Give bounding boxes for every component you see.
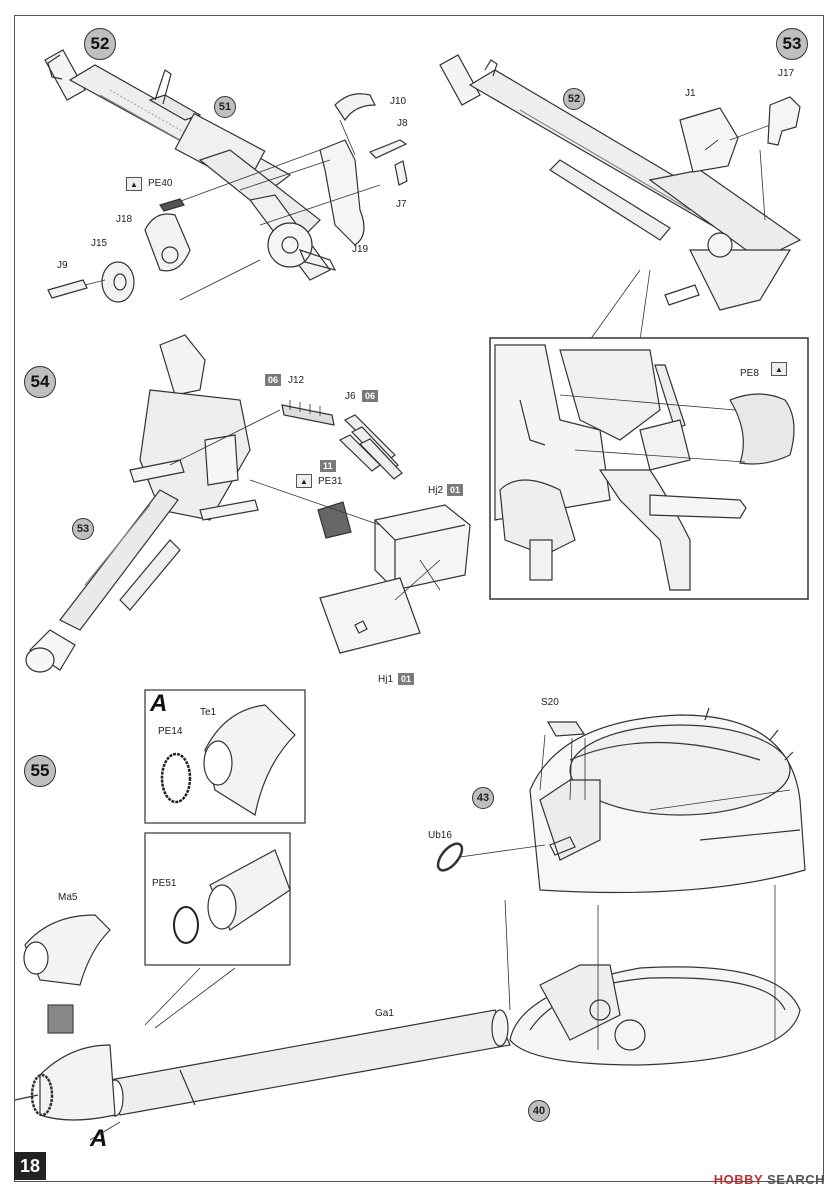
part-label-pe8: PE8 bbox=[740, 368, 759, 379]
part-label-hj2: Hj2 bbox=[428, 485, 444, 496]
sprue-tag-11: 11 bbox=[320, 460, 336, 472]
pe8-inset-drawing bbox=[494, 344, 795, 591]
step-52-badge: 52 bbox=[84, 28, 116, 60]
part-label-j8: J8 bbox=[397, 118, 408, 129]
part-label-j19: J19 bbox=[352, 244, 369, 255]
subassembly-40-badge: 40 bbox=[528, 1100, 550, 1122]
photo-etch-icon: ▲ bbox=[126, 177, 142, 191]
step-55-badge: 55 bbox=[24, 755, 56, 787]
step53-gun bbox=[439, 54, 802, 311]
page-frame bbox=[14, 15, 824, 1182]
part-label-j10: J10 bbox=[390, 96, 407, 107]
part-label-pe51: PE51 bbox=[152, 878, 177, 889]
part-label-j18: J18 bbox=[116, 214, 133, 225]
hull-ring bbox=[509, 964, 801, 1066]
part-label-j9: J9 bbox=[57, 260, 68, 271]
part-label-s20: S20 bbox=[541, 697, 559, 708]
ga1-barrel bbox=[14, 1009, 511, 1121]
part-label-pe31: PE31 bbox=[318, 476, 343, 487]
part-label-j7: J7 bbox=[396, 199, 407, 210]
part-label-pe14: PE14 bbox=[158, 726, 183, 737]
inset-letter-a: A bbox=[150, 690, 168, 717]
inset-letter-a: A bbox=[90, 1125, 108, 1152]
sprue-tag-01: 01 bbox=[447, 484, 464, 496]
subassembly-51-badge: 51 bbox=[214, 96, 236, 118]
part-label-hj1: Hj1 bbox=[378, 674, 394, 685]
step-54-badge: 54 bbox=[24, 366, 56, 398]
j6-cartridges bbox=[338, 414, 403, 480]
part-label-pe40: PE40 bbox=[148, 178, 173, 189]
sprue-tag-01: 01 bbox=[398, 673, 415, 685]
part-label-ga1: Ga1 bbox=[375, 1008, 394, 1019]
subassembly-43-badge: 43 bbox=[472, 787, 494, 809]
watermark: HOBBY SEARCH bbox=[714, 1172, 825, 1187]
part-label-j1: J1 bbox=[685, 88, 696, 99]
turret bbox=[529, 707, 806, 894]
watermark-rest: SEARCH bbox=[767, 1172, 825, 1187]
step52-gun bbox=[44, 49, 337, 281]
j12-belt bbox=[281, 400, 335, 426]
step-53-badge: 53 bbox=[776, 28, 808, 60]
part-label-j12: J12 bbox=[288, 375, 305, 386]
photo-etch-icon: ▲ bbox=[771, 362, 787, 376]
subassembly-52-badge: 52 bbox=[563, 88, 585, 110]
page-number: 18 bbox=[14, 1152, 46, 1180]
photo-etch-icon: ▲ bbox=[296, 474, 312, 488]
subassembly-53-badge: 53 bbox=[72, 518, 94, 540]
step54-gun bbox=[25, 334, 259, 673]
part-label-te1: Te1 bbox=[200, 707, 217, 718]
sprue-tag-06: 06 bbox=[265, 374, 282, 386]
part-label-ma5: Ma5 bbox=[58, 892, 78, 903]
watermark-brand: HOBBY bbox=[713, 1172, 763, 1187]
sprue-tag-06: 06 bbox=[362, 390, 379, 402]
part-label-ub16: Ub16 bbox=[428, 830, 452, 841]
part-label-j6: J6 bbox=[345, 391, 356, 402]
part-label-j15: J15 bbox=[91, 238, 108, 249]
part-label-j17: J17 bbox=[778, 68, 795, 79]
